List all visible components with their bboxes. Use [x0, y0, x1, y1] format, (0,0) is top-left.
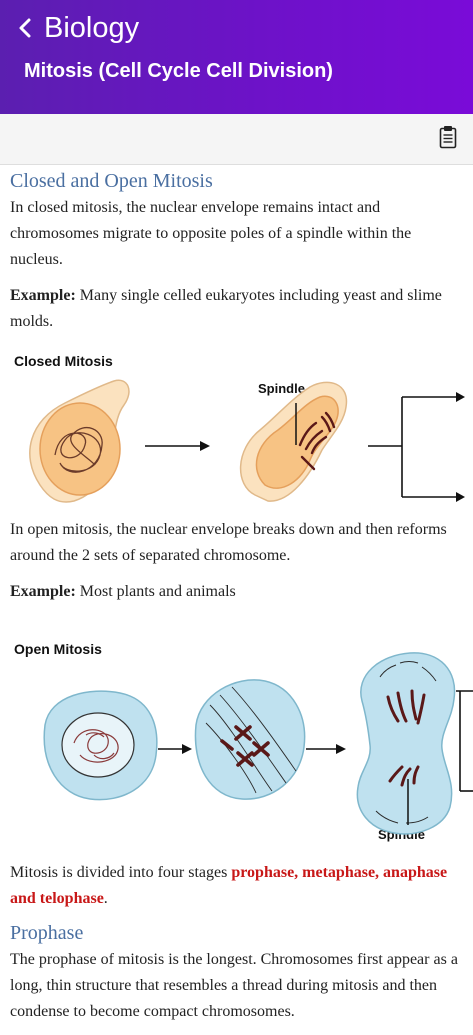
clipboard-icon: [439, 126, 457, 149]
back-label: Biology: [44, 12, 140, 44]
closed-mitosis-diagram: [29, 379, 465, 503]
closed-example-paragraph: Example: Many single celled eukaryotes i…: [10, 283, 465, 335]
toolbar: [0, 114, 473, 165]
section-heading-prophase: Prophase: [10, 922, 84, 944]
stages-paragraph: Mitosis is divided into four stages prop…: [10, 860, 465, 912]
clipboard-button[interactable]: [439, 125, 457, 154]
app-header: Biology Mitosis (Cell Cycle Cell Divisio…: [0, 0, 473, 114]
open-mitosis-figure: Open Mitosis Spindle: [10, 615, 473, 860]
page-title: Mitosis (Cell Cycle Cell Division): [24, 60, 333, 82]
open-mitosis-figure-title: Open Mitosis: [14, 641, 102, 657]
section-heading-closed-open: Closed and Open Mitosis: [10, 170, 213, 192]
stages-highlight: prophase, metaphase, anaphase and teloph…: [10, 864, 448, 907]
stages-end: .: [103, 890, 108, 907]
stages-intro: Mitosis is divided into four stages: [10, 864, 232, 881]
prophase-paragraph: The prophase of mitosis is the longest. …: [10, 951, 458, 1020]
example-label: Example:: [10, 287, 76, 304]
example-label-open: Example:: [10, 583, 76, 600]
article-content: Closed and Open Mitosis In closed mitosi…: [10, 166, 473, 1035]
open-mitosis-paragraph: In open mitosis, the nuclear envelope br…: [10, 521, 447, 564]
example-text-open: Most plants and animals: [75, 583, 236, 600]
open-mitosis-diagram: [43, 652, 473, 835]
closed-mitosis-figure: Closed Mitosis Spindle: [10, 345, 465, 517]
example-text: Many single celled eukaryotes including …: [10, 287, 442, 330]
back-button[interactable]: Biology: [18, 12, 139, 44]
closed-spindle-label: Spindle: [258, 381, 305, 396]
chevron-left-icon: [19, 18, 31, 38]
open-example-paragraph: Example: Most plants and animals: [10, 579, 465, 605]
closed-mitosis-figure-title: Closed Mitosis: [14, 353, 113, 369]
closed-mitosis-paragraph: In closed mitosis, the nuclear envelope …: [10, 199, 412, 268]
